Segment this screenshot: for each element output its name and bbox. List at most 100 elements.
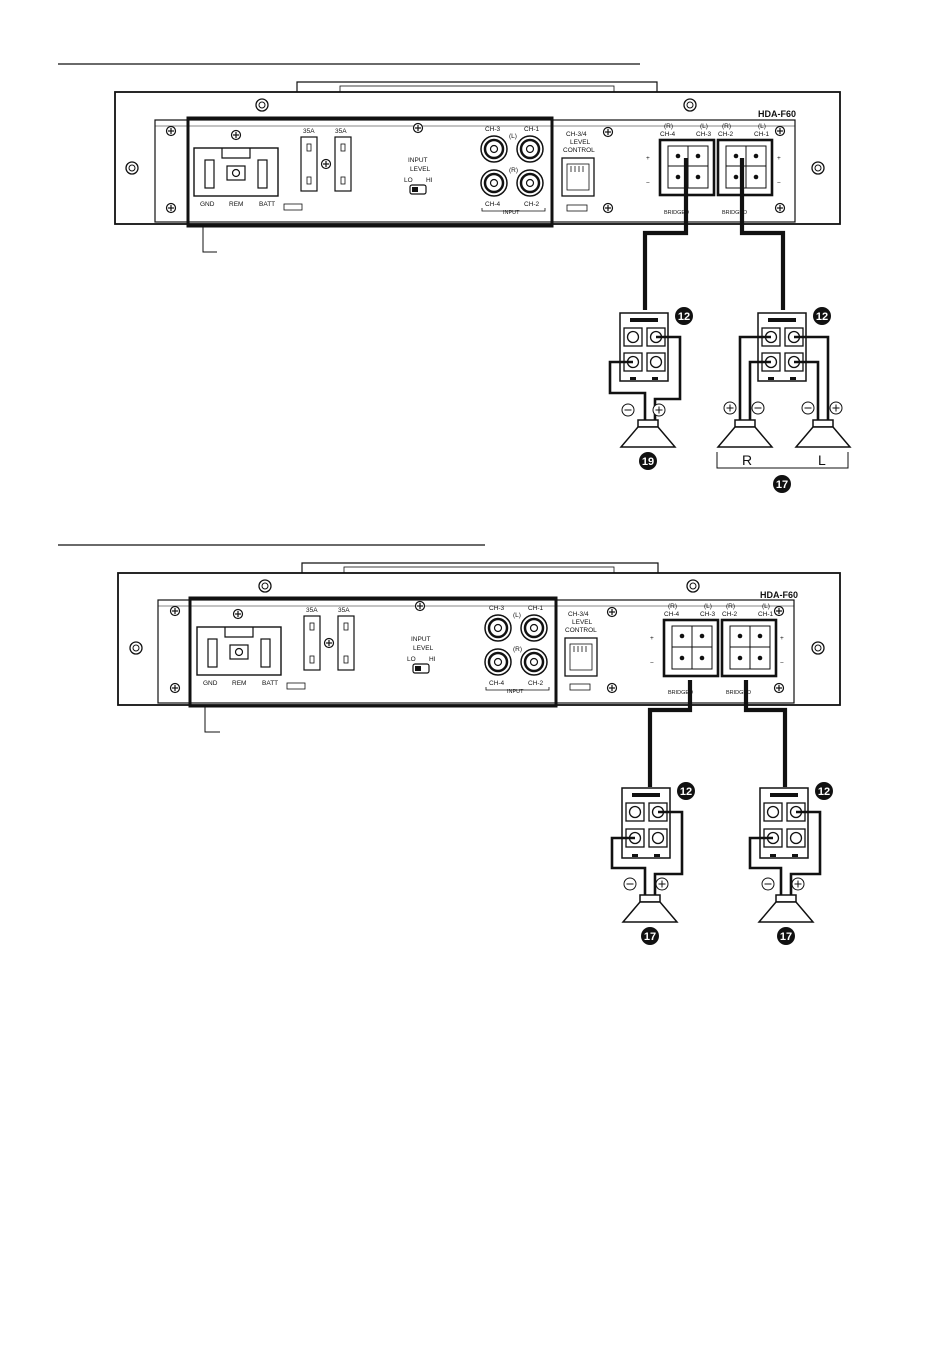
callout-17-label: 17 xyxy=(776,479,788,491)
terminal-block-right xyxy=(759,787,809,859)
mount-screw-icon xyxy=(686,579,700,593)
fuse-label: 35A xyxy=(303,128,315,135)
rca-jack-icon xyxy=(515,168,545,198)
term-label: (R) xyxy=(664,123,673,130)
rca-right-label: (R) xyxy=(509,167,518,174)
level-control-label: LEVEL xyxy=(570,139,591,146)
speaker-wire xyxy=(748,836,783,900)
panel-screw-icon xyxy=(774,125,786,137)
minus-icon xyxy=(621,403,635,417)
speaker-wire xyxy=(794,335,830,428)
bridged-label: BRIDGED xyxy=(722,210,747,216)
plus-icon xyxy=(829,401,843,415)
mount-screw-icon xyxy=(258,579,272,593)
rca-ch3-label: CH-3 xyxy=(485,126,501,133)
fuse-label: 35A xyxy=(338,607,350,614)
callout-12-icon xyxy=(675,307,693,325)
panel-screw-icon xyxy=(169,682,181,694)
terminal-block-right xyxy=(757,312,807,382)
fuse-holders: 35A 35A xyxy=(300,128,352,192)
panel-screw-icon xyxy=(774,202,786,214)
bridged-label: BRIDGED xyxy=(664,210,689,216)
rca-ch1-label: CH-1 xyxy=(528,605,544,612)
term-label: (L) xyxy=(704,603,712,610)
rca-jack-icon xyxy=(519,613,549,643)
input-level-lo: LO xyxy=(407,656,416,663)
left-label: L xyxy=(818,452,826,468)
term-label: CH-1 xyxy=(754,131,770,138)
term-label: CH-4 xyxy=(660,131,676,138)
power-terminal-block: GND REM BATT xyxy=(193,147,303,211)
rca-right-label: (R) xyxy=(513,646,522,653)
plus-mark: + xyxy=(650,635,654,642)
diagram-bottom: HDA-F60 GND REM BATT 35A 35A xyxy=(58,544,841,945)
callout-17-label: 17 xyxy=(644,931,656,943)
batt-label: BATT xyxy=(262,680,278,687)
level-control-label: CH-3/4 xyxy=(566,131,587,138)
speaker-wire xyxy=(610,836,647,900)
callout-12-label: 12 xyxy=(816,311,828,323)
callout-17-label: 17 xyxy=(780,931,792,943)
minus-icon xyxy=(761,877,775,891)
rca-ch4-label: CH-4 xyxy=(485,201,501,208)
gnd-label: GND xyxy=(203,680,218,687)
mount-screw-icon xyxy=(811,641,825,655)
rca-inputs: CH-3 CH-1 (L) (R) CH-4 CH-2 INPUT xyxy=(483,605,550,695)
mount-screw-icon xyxy=(811,161,825,175)
term-label: CH-2 xyxy=(722,611,738,618)
power-terminal-block: GND REM BATT xyxy=(196,626,306,690)
term-label: CH-3 xyxy=(700,611,716,618)
callout-12-label: 12 xyxy=(818,786,830,798)
level-control-label: CONTROL xyxy=(563,147,595,154)
stereo-bracket xyxy=(716,452,849,469)
rem-label: REM xyxy=(229,201,243,208)
leader-line xyxy=(202,227,217,253)
rca-jack-icon xyxy=(479,134,509,164)
connector-area-highlight xyxy=(186,116,554,228)
panel-screw-icon xyxy=(602,202,614,214)
leader-line xyxy=(204,707,220,733)
input-level-switch: INPUT LEVEL LO HI xyxy=(404,157,433,195)
input-level-hi: HI xyxy=(426,177,433,184)
panel-screw-icon xyxy=(230,129,242,141)
bridged-label: BRIDGED xyxy=(668,690,693,696)
input-level-title2: LEVEL xyxy=(410,166,431,173)
fuse-icon xyxy=(303,615,321,671)
plus-mark: + xyxy=(780,635,784,642)
rca-ch1-label: CH-1 xyxy=(524,126,540,133)
batt-label: BATT xyxy=(259,201,275,208)
term-label: (R) xyxy=(726,603,735,610)
level-control-label: LEVEL xyxy=(572,619,593,626)
plus-icon xyxy=(655,877,669,891)
model-label: HDA-F60 xyxy=(758,109,796,119)
minus-icon xyxy=(623,877,637,891)
speaker-wire xyxy=(647,680,693,787)
fuse-icon xyxy=(337,615,355,671)
level-control-label: CH-3/4 xyxy=(568,611,589,618)
input-level-hi: HI xyxy=(429,656,436,663)
speaker-icon xyxy=(795,419,851,448)
model-label: HDA-F60 xyxy=(760,590,798,600)
speaker-icon xyxy=(620,419,676,448)
rca-jack-icon xyxy=(483,647,513,677)
minus-icon xyxy=(801,401,815,415)
rca-jack-icon xyxy=(483,613,513,643)
rca-ch4-label: CH-4 xyxy=(489,680,505,687)
rca-inputs: CH-3 CH-1 (L) (R) CH-4 CH-2 INPUT xyxy=(479,126,546,216)
speaker-wire xyxy=(653,810,684,900)
term-label: CH-3 xyxy=(696,131,712,138)
callout-17-icon xyxy=(777,927,795,945)
speaker-icon xyxy=(622,894,678,923)
plus-mark: + xyxy=(777,155,781,162)
speaker-icon xyxy=(717,419,773,448)
mount-screw-icon xyxy=(683,98,697,112)
term-label: (L) xyxy=(762,603,770,610)
panel-screw-icon xyxy=(165,125,177,137)
rca-jack-icon xyxy=(519,647,549,677)
minus-icon xyxy=(751,401,765,415)
panel-screw-icon xyxy=(773,605,785,617)
fuse-icon xyxy=(334,136,352,192)
terminal-block-left xyxy=(621,787,671,859)
panel-screw-icon xyxy=(773,682,785,694)
